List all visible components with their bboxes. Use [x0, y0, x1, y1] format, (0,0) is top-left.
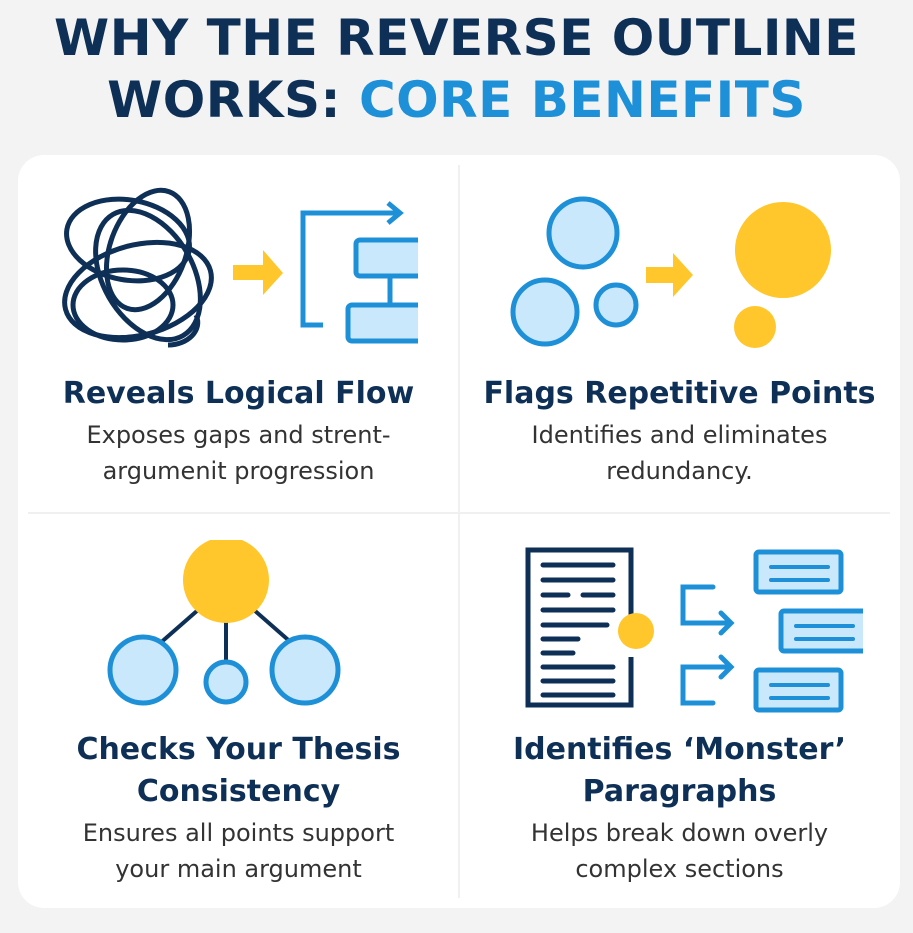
tangle-to-flowchart-icon [62, 187, 418, 348]
benefits-card: Reveals Logical Flow Exposes gaps and st… [18, 155, 900, 908]
benefit-title: Flags Repetitive Points [483, 376, 876, 411]
benefit-desc-line1: Helps break down overly [530, 819, 829, 847]
benefit-desc-line2: redundancy. [606, 457, 753, 485]
benefit-desc-line1: Exposes gaps and strent- [86, 421, 391, 449]
divider-horizontal [28, 512, 890, 514]
benefit-repetitive-points: Flags Repetitive Points Identifies and e… [459, 373, 900, 489]
thesis-tree-icon [107, 540, 341, 706]
benefit-title-line2: Paragraphs [582, 774, 777, 809]
benefit-desc-line1: Ensures all points support [82, 819, 395, 847]
circles-merge-icon [510, 196, 831, 348]
page-title-line2: WORKS: CORE BENEFITS [0, 70, 913, 130]
divider-vertical [458, 165, 460, 898]
benefit-thesis-consistency: Checks Your Thesis Consistency Ensures a… [18, 729, 459, 887]
benefit-desc-line2: your main argument [115, 855, 362, 883]
benefit-logical-flow: Reveals Logical Flow Exposes gaps and st… [18, 373, 459, 489]
title-plain: WORKS: [107, 71, 359, 129]
benefit-monster-paragraphs: Identifies ‘Monster’ Paragraphs Helps br… [459, 729, 900, 887]
benefit-desc-line1: Identifies and eliminates [531, 421, 828, 449]
benefit-desc-line2: argumenit progression [102, 457, 375, 485]
benefit-title-line2: Consistency [136, 774, 341, 809]
benefit-title-line1: Checks Your Thesis [76, 732, 401, 767]
benefit-desc-line2: complex sections [575, 855, 784, 883]
document-split-icon [525, 547, 863, 713]
page-title-line1: WHY THE REVERSE OUTLINE [54, 9, 859, 67]
title-accent: CORE BENEFITS [358, 71, 806, 129]
benefit-title-line1: Identifies ‘Monster’ [512, 732, 847, 767]
benefit-title: Reveals Logical Flow [62, 376, 415, 411]
